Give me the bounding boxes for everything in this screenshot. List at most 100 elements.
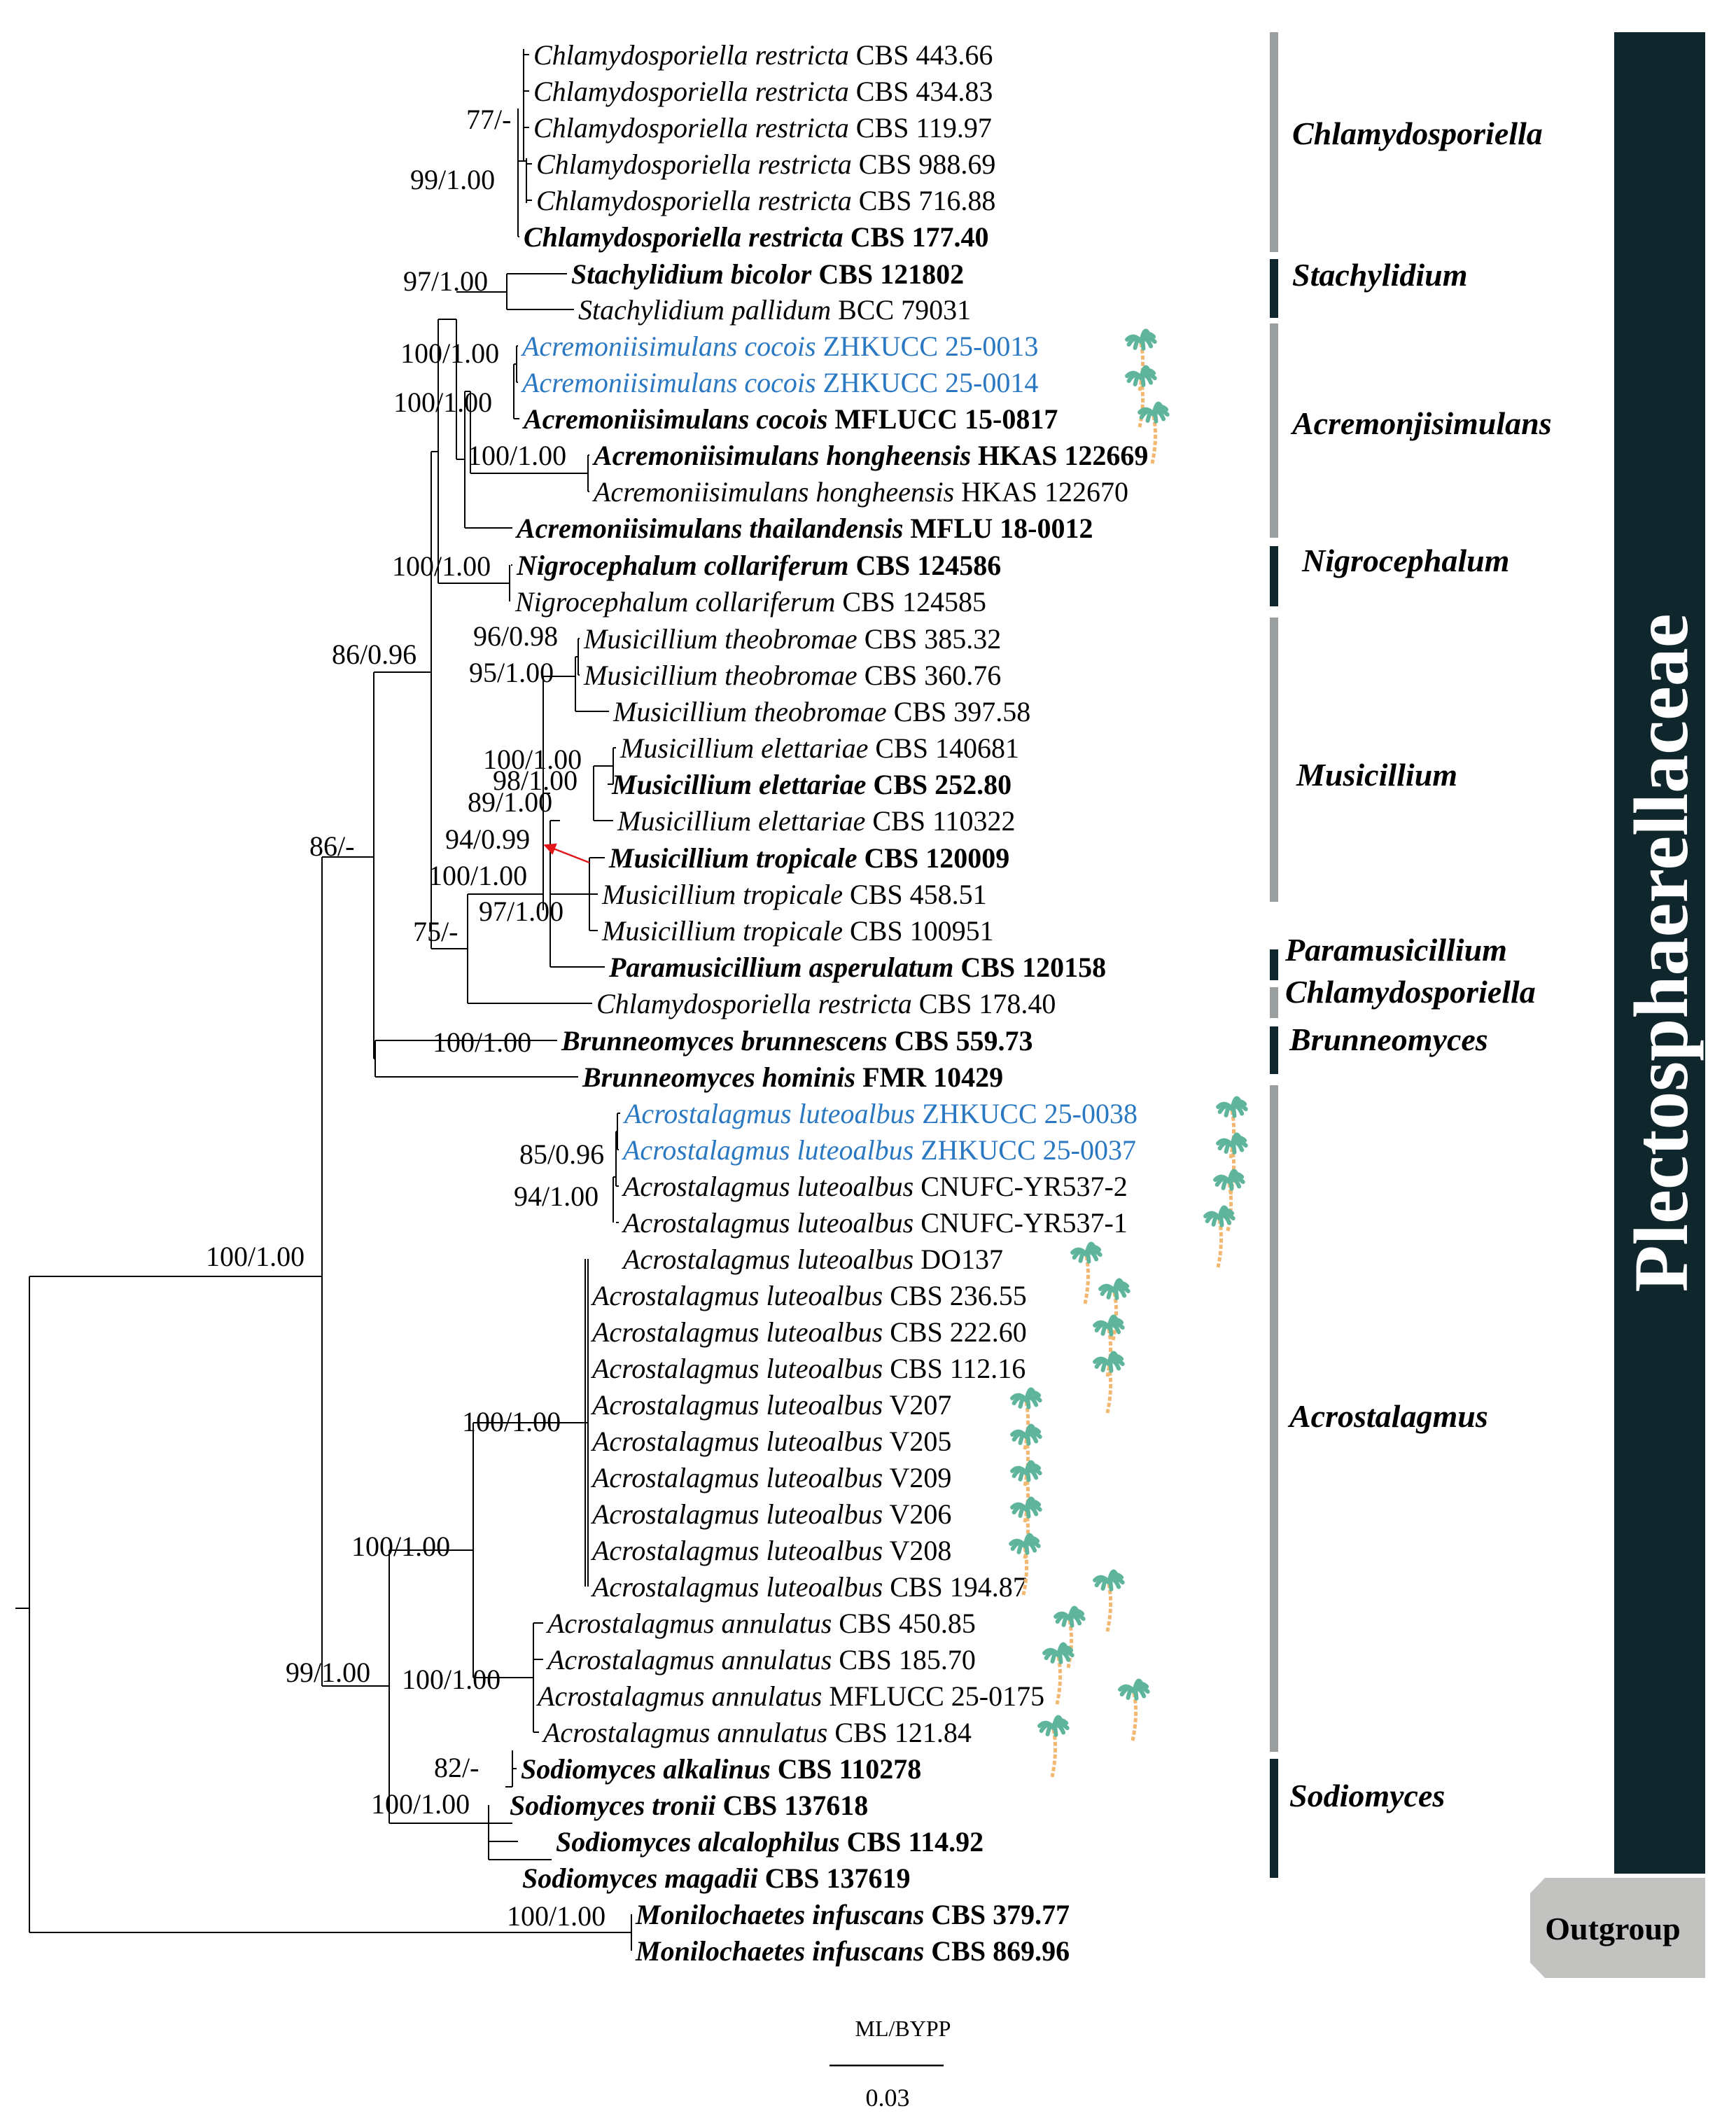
taxon-label: Acrostalagmus luteoalbus CBS 194.87 bbox=[590, 1571, 1027, 1603]
palm-tree-icon bbox=[1125, 328, 1157, 391]
taxon-label: Chlamydosporiella restricta CBS 716.88 bbox=[536, 185, 995, 216]
taxon-label: Musicillium tropicale CBS 120009 bbox=[608, 842, 1009, 874]
clade-label: Stachylidium bbox=[1292, 257, 1467, 293]
support-value: 100/1.00 bbox=[351, 1531, 450, 1562]
support-value: 99/1.00 bbox=[286, 1657, 370, 1688]
taxon-label: Musicillium theobromae CBS 397.58 bbox=[612, 696, 1030, 727]
outgroup-label: Outgroup bbox=[1545, 1911, 1680, 1946]
clade-bar bbox=[1270, 323, 1278, 538]
taxon-label: Brunneomyces brunnescens CBS 559.73 bbox=[561, 1025, 1032, 1057]
support-value: 94/1.00 bbox=[514, 1180, 598, 1212]
support-value: 100/1.00 bbox=[392, 550, 491, 582]
support-value: 100/1.00 bbox=[393, 386, 492, 418]
palm-tree-icon bbox=[1009, 1533, 1041, 1596]
taxon-label: Nigrocephalum collariferum CBS 124585 bbox=[514, 586, 986, 618]
taxon-label: Brunneomyces hominis FMR 10429 bbox=[582, 1061, 1003, 1093]
taxon-label: Chlamydosporiella restricta CBS 434.83 bbox=[533, 76, 993, 107]
taxon-label: Acrostalagmus luteoalbus CBS 222.60 bbox=[590, 1316, 1027, 1348]
taxon-label: Chlamydosporiella restricta CBS 443.66 bbox=[533, 39, 993, 71]
taxon-label: Stachylidium pallidum BCC 79031 bbox=[578, 294, 971, 326]
support-value: 100/1.00 bbox=[206, 1241, 304, 1272]
support-value: 86/- bbox=[309, 830, 354, 862]
palm-markers bbox=[1009, 328, 1248, 1778]
taxon-label: Acremoniisimulans cocois ZHKUCC 25-0013 bbox=[520, 330, 1038, 362]
taxon-label: Acremoniisimulans cocois ZHKUCC 25-0014 bbox=[520, 367, 1038, 398]
palm-tree-icon bbox=[1098, 1278, 1130, 1341]
taxon-label: Musicillium tropicale CBS 100951 bbox=[601, 915, 994, 947]
support-value: 100/1.00 bbox=[468, 440, 566, 471]
family-label: Plectosphaerellaceae bbox=[1618, 613, 1704, 1292]
palm-tree-icon bbox=[1070, 1241, 1102, 1304]
support-value: 97/1.00 bbox=[479, 896, 564, 927]
clade-bar bbox=[1270, 618, 1278, 902]
taxon-label: Acrostalagmus luteoalbus CNUFC-YR537-2 bbox=[621, 1171, 1128, 1202]
taxon-label: Acrostalagmus luteoalbus V205 bbox=[590, 1426, 951, 1457]
support-value: 97/1.00 bbox=[403, 265, 488, 297]
support-value: 95/1.00 bbox=[469, 657, 554, 688]
taxon-label: Monilochaetes infuscans CBS 869.96 bbox=[635, 1935, 1070, 1967]
palm-tree-icon bbox=[1010, 1387, 1042, 1450]
support-value: 98/1.00 bbox=[493, 765, 578, 796]
clade-bar bbox=[1270, 987, 1278, 1018]
taxon-label: Acrostalagmus luteoalbus CBS 112.16 bbox=[590, 1353, 1026, 1384]
taxon-label: Sodiomyces magadii CBS 137619 bbox=[522, 1862, 910, 1894]
taxon-label: Musicillium theobromae CBS 360.76 bbox=[583, 660, 1001, 691]
taxon-label: Musicillium elettariae CBS 140681 bbox=[620, 732, 1019, 764]
scale-text: 0.03 bbox=[866, 2084, 910, 2112]
clade-label: Acrostalagmus bbox=[1287, 1398, 1488, 1434]
palm-tree-icon bbox=[1037, 1715, 1070, 1778]
clade-label: Musicillium bbox=[1296, 757, 1457, 793]
support-values: 77/- 99/1.00 97/1.00 100/1.00 100/1.00 100/1.… bbox=[206, 104, 606, 1932]
palm-tree-icon bbox=[1054, 1605, 1086, 1668]
taxon-label: Sodiomyces alkalinus CBS 110278 bbox=[521, 1753, 921, 1785]
taxon-label: Acrostalagmus luteoalbus V206 bbox=[590, 1498, 951, 1530]
taxon-label: Musicillium elettariae CBS 252.80 bbox=[611, 769, 1011, 800]
support-value: 100/1.00 bbox=[433, 1026, 531, 1058]
clade-label: Acremonjisimulans bbox=[1290, 405, 1552, 441]
legend-text: ML/BYPP bbox=[855, 2016, 951, 2041]
clade-bar bbox=[1270, 1759, 1278, 1878]
support-value: 99/1.00 bbox=[410, 164, 495, 195]
support-value: 77/- bbox=[466, 104, 511, 135]
clade-label: Chlamydosporiella bbox=[1285, 974, 1536, 1010]
palm-tree-icon bbox=[1216, 1096, 1248, 1159]
taxon-label: Acrostalagmus annulatus MFLUCC 25-0175 bbox=[536, 1680, 1044, 1712]
support-value: 100/1.00 bbox=[402, 1664, 500, 1695]
palm-tree-icon bbox=[1093, 1569, 1125, 1632]
support-value: 89/1.00 bbox=[468, 786, 552, 818]
support-value: 100/1.00 bbox=[507, 1900, 606, 1932]
taxon-label: Musicillium theobromae CBS 385.32 bbox=[583, 623, 1001, 655]
palm-tree-icon bbox=[1093, 1351, 1125, 1414]
support-value: 82/- bbox=[434, 1752, 479, 1783]
clade-label: Paramusicillium bbox=[1284, 932, 1507, 968]
clade-label: Sodiomyces bbox=[1289, 1778, 1445, 1813]
support-value: 100/1.00 bbox=[462, 1406, 561, 1437]
clade-bar bbox=[1270, 259, 1278, 318]
clade-label: Nigrocephalum bbox=[1301, 543, 1509, 578]
palm-tree-icon bbox=[1118, 1678, 1150, 1741]
palm-tree-icon bbox=[1138, 401, 1170, 464]
taxon-label: Acrostalagmus luteoalbus DO137 bbox=[621, 1243, 1003, 1275]
taxon-label: Nigrocephalum collariferum CBS 124586 bbox=[516, 550, 1001, 581]
clade-bar bbox=[1270, 32, 1278, 252]
support-value: 86/0.96 bbox=[332, 639, 416, 670]
clade-bar bbox=[1270, 546, 1278, 606]
palm-tree-icon bbox=[1010, 1423, 1042, 1486]
clade-bar bbox=[1270, 1026, 1278, 1074]
taxon-label: Acrostalagmus luteoalbus CNUFC-YR537-1 bbox=[621, 1207, 1128, 1239]
taxon-label: Acrostalagmus annulatus CBS 185.70 bbox=[545, 1644, 976, 1675]
support-value: 85/0.96 bbox=[519, 1138, 604, 1170]
palm-tree-icon bbox=[1213, 1169, 1245, 1232]
taxon-label: Chlamydosporiella restricta CBS 119.97 bbox=[533, 112, 992, 144]
clade-label: Chlamydosporiella bbox=[1292, 116, 1543, 151]
clade-label: Brunneomyces bbox=[1289, 1022, 1488, 1057]
palm-tree-icon bbox=[1093, 1314, 1125, 1377]
taxon-label: Acrostalagmus annulatus CBS 450.85 bbox=[545, 1608, 976, 1639]
taxon-label: Paramusicillium asperulatum CBS 120158 bbox=[608, 952, 1106, 983]
taxon-label: Acremoniisimulans hongheensis HKAS 12266… bbox=[592, 440, 1148, 471]
taxon-label: Chlamydosporiella restricta CBS 178.40 bbox=[596, 988, 1056, 1019]
clade-bar bbox=[1270, 949, 1278, 980]
family-bar bbox=[1614, 32, 1705, 1874]
taxon-label: Chlamydosporiella restricta CBS 177.40 bbox=[524, 221, 989, 253]
taxon-label: Acrostalagmus luteoalbus CBS 236.55 bbox=[590, 1280, 1027, 1311]
